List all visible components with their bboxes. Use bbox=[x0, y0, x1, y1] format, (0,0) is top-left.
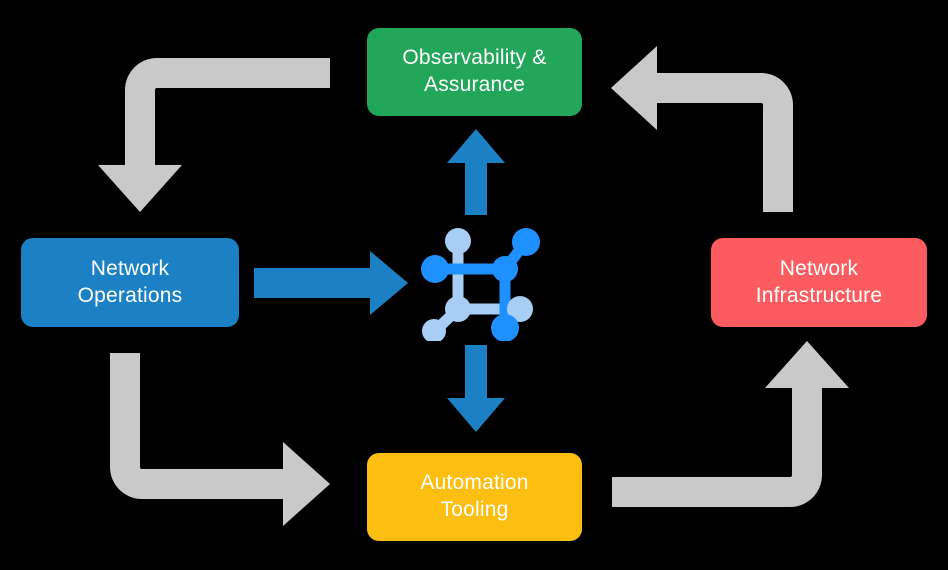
node-box-network-infrastructure[interactable]: Network Infrastructure bbox=[711, 238, 927, 327]
arrow-observability-to-operations bbox=[98, 58, 330, 212]
node-label-observability: Observability & Assurance bbox=[402, 46, 547, 96]
node-bottom-left bbox=[422, 319, 446, 341]
node-top-right bbox=[512, 228, 540, 256]
node-hub bbox=[492, 256, 518, 282]
node-label-network-infrastructure: Network Infrastructure bbox=[755, 256, 883, 307]
arrow-center-to-observability bbox=[447, 129, 505, 215]
node-mid-left bbox=[445, 296, 471, 322]
arrow-operations-to-automation bbox=[110, 353, 330, 526]
arrow-infrastructure-to-observability bbox=[611, 46, 793, 212]
arrow-automation-to-infrastructure bbox=[612, 341, 849, 507]
node-box-network-operations[interactable]: Network Operations bbox=[21, 238, 239, 327]
network-topology-icon bbox=[421, 228, 540, 341]
node-bottom-center bbox=[491, 314, 519, 341]
arrow-center-to-automation bbox=[447, 345, 505, 432]
arrow-operations-to-center bbox=[254, 251, 408, 315]
node-box-automation-tooling[interactable]: Automation Tooling bbox=[367, 453, 582, 541]
node-top-left bbox=[445, 228, 471, 254]
node-label-automation-tooling: Automation Tooling bbox=[420, 471, 529, 521]
node-mid-right bbox=[507, 296, 533, 322]
node-box-observability[interactable]: Observability & Assurance bbox=[367, 28, 582, 116]
node-far-left bbox=[421, 255, 449, 283]
node-label-network-operations: Network Operations bbox=[77, 256, 183, 307]
